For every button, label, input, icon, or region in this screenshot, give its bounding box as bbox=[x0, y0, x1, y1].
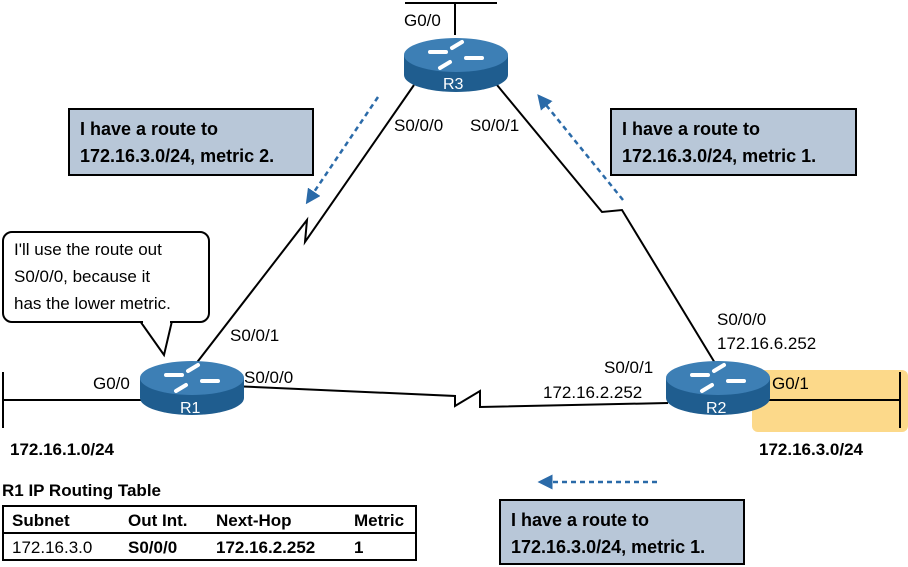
r2-s001-label: S0/0/1 bbox=[604, 358, 654, 377]
routing-table-title: R1 IP Routing Table bbox=[2, 481, 161, 500]
cell-subnet: 172.16.3.0 bbox=[12, 538, 93, 557]
message-left-line1: I have a route to bbox=[80, 119, 219, 139]
arrow-r2-to-r3 bbox=[537, 94, 624, 201]
cell-metric: 1 bbox=[354, 538, 364, 557]
router-r2-icon[interactable] bbox=[666, 361, 770, 415]
router-r1-icon[interactable] bbox=[140, 361, 244, 415]
header-metric: Metric bbox=[354, 511, 405, 530]
bubble-line3: has the lower metric. bbox=[14, 294, 171, 313]
r1-g0-label: G0/0 bbox=[93, 374, 130, 393]
message-bottom-line2: 172.16.3.0/24, metric 1. bbox=[511, 537, 706, 557]
header-subnet: Subnet bbox=[12, 511, 70, 530]
cell-out-int: S0/0/0 bbox=[128, 538, 178, 557]
message-bottom-line1: I have a route to bbox=[511, 510, 650, 530]
speech-bubble: I'll use the route out S0/0/0, because i… bbox=[2, 231, 210, 323]
subnet-right-label: 172.16.3.0/24 bbox=[759, 440, 863, 459]
routing-table-header bbox=[4, 507, 415, 534]
router-r3-icon[interactable] bbox=[404, 38, 508, 92]
r1-s000-label: S0/0/0 bbox=[244, 368, 294, 387]
r3-s000-label: S0/0/0 bbox=[394, 116, 444, 135]
serial-r2-r3 bbox=[496, 84, 719, 369]
header-next-hop: Next-Hop bbox=[216, 511, 292, 530]
routing-table: Subnet Out Int. Next-Hop Metric 172.16.3… bbox=[2, 505, 417, 561]
r3-s001-label: S0/0/1 bbox=[470, 116, 520, 135]
r2-s001-ip-label: 172.16.2.252 bbox=[543, 383, 643, 402]
r1-s001-label: S0/0/1 bbox=[230, 326, 280, 345]
r3-g0-label: G0/0 bbox=[404, 11, 441, 30]
r2-s000-label: S0/0/0 bbox=[717, 310, 767, 329]
message-right-line2: 172.16.3.0/24, metric 1. bbox=[622, 146, 817, 166]
message-box-bottom: I have a route to 172.16.3.0/24, metric … bbox=[499, 499, 745, 565]
r2-s000-ip-label: 172.16.6.252 bbox=[717, 334, 817, 353]
router-r1-label: R1 bbox=[180, 400, 201, 417]
bubble-line2: S0/0/0, because it bbox=[14, 267, 151, 286]
message-box-left: I have a route to 172.16.3.0/24, metric … bbox=[68, 108, 314, 176]
serial-r1-r3 bbox=[194, 84, 415, 366]
bubble-line1: I'll use the route out bbox=[14, 240, 162, 259]
router-r2-label: R2 bbox=[706, 400, 727, 417]
cell-next-hop: 172.16.2.252 bbox=[216, 538, 316, 557]
bubble-tail-cover bbox=[143, 318, 170, 324]
message-left-line2: 172.16.3.0/24, metric 2. bbox=[80, 146, 275, 166]
message-box-right: I have a route to 172.16.3.0/24, metric … bbox=[610, 108, 857, 176]
header-out-int: Out Int. bbox=[128, 511, 188, 530]
r2-g01-label: G0/1 bbox=[772, 374, 809, 393]
message-right-line1: I have a route to bbox=[622, 119, 761, 139]
arrow-r3-to-r1 bbox=[305, 96, 380, 205]
router-r3-label: R3 bbox=[443, 76, 464, 93]
serial-r1-r2 bbox=[231, 385, 669, 409]
subnet-left-label: 172.16.1.0/24 bbox=[10, 440, 114, 459]
